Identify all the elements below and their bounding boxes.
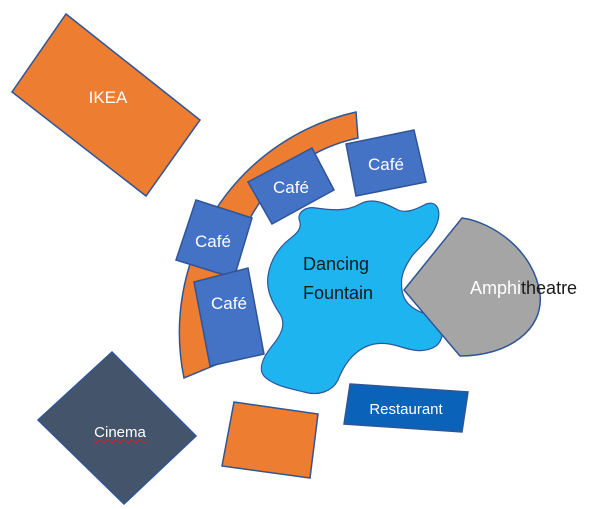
amphitheatre: Amphitheatre <box>403 217 577 357</box>
fountain-label-line2: Fountain <box>303 283 373 303</box>
spellcheck-underline <box>93 439 147 443</box>
amphitheatre-label-part1: Amphi <box>470 278 521 298</box>
cafe-label: Café <box>368 155 404 174</box>
restaurant-label: Restaurant <box>369 401 443 418</box>
dancing-fountain: Dancing Fountain <box>260 200 443 395</box>
ikea-label: IKEA <box>89 88 128 107</box>
ikea-building: IKEA <box>10 12 202 198</box>
fountain-label-line1: Dancing <box>303 254 369 274</box>
cafe-label: Café <box>273 178 309 197</box>
orange-unlabeled-block <box>221 401 319 479</box>
restaurant-building: Restaurant <box>343 383 469 433</box>
cinema-building: Cinema <box>36 350 198 506</box>
cafe-left: Café <box>175 199 253 279</box>
amphitheatre-label-part2: theatre <box>521 278 577 298</box>
cafe-top-right: Café <box>345 129 427 197</box>
cafe-label: Café <box>195 232 231 251</box>
amphitheatre-label: Amphitheatre <box>470 278 577 298</box>
cafe-label: Café <box>211 294 247 313</box>
cinema-label: Cinema <box>94 424 146 441</box>
cafe-bottom-left: Café <box>193 267 265 367</box>
cafe-top: Café <box>246 146 336 226</box>
